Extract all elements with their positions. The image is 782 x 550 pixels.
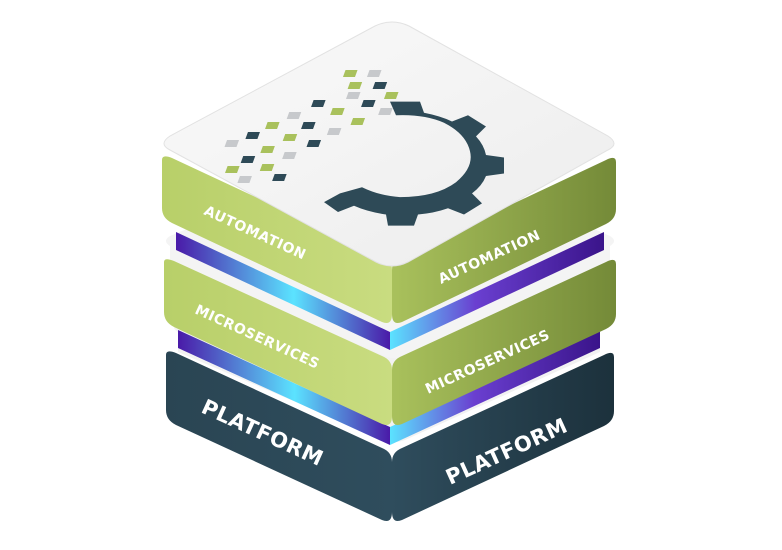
upper-glow-band: [176, 232, 604, 350]
automation-left-face: [162, 156, 392, 323]
automation-right-face: [392, 157, 616, 323]
pixel-squares: [224, 70, 399, 183]
platform-right-face: [392, 352, 614, 521]
lower-glow-band: [178, 330, 600, 445]
automation-gear-icon: [224, 70, 504, 226]
platform-left-face: [166, 351, 392, 521]
automation-top-surface: [163, 21, 615, 267]
microservices-right-face: [392, 259, 616, 425]
microservices-left-face: [164, 259, 392, 425]
automation-layer: [162, 21, 616, 323]
